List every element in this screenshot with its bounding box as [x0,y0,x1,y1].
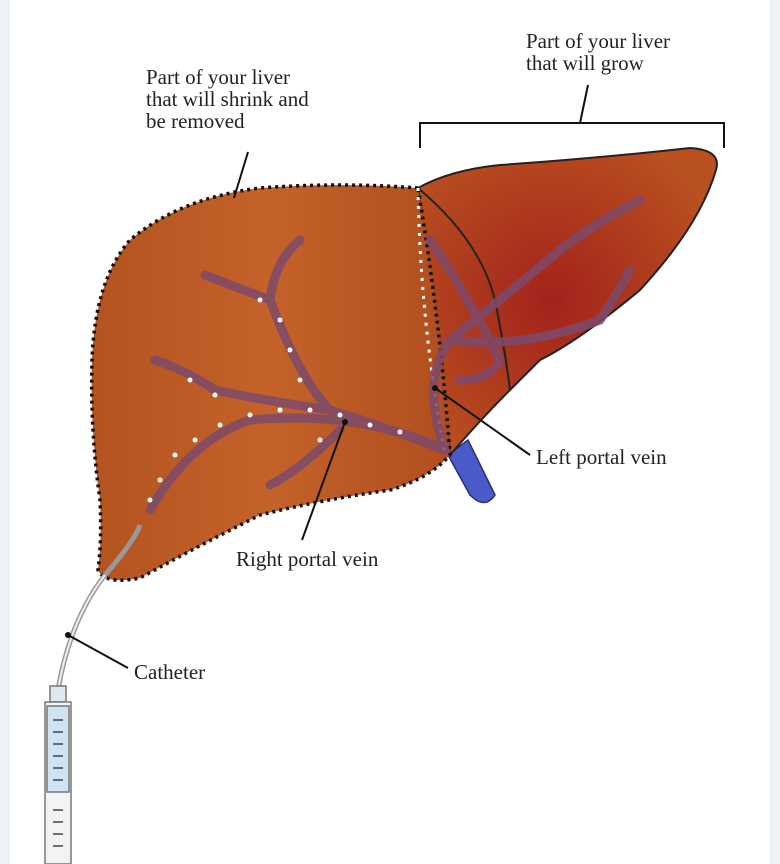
shrink-label-line: that will shrink and [146,87,309,111]
shrink-label-line: Part of your liver [146,65,291,89]
right-portal-vein-label: Right portal vein [236,547,379,571]
left-margin [0,0,10,864]
catheter-label: Catheter [134,660,206,684]
syringe [44,685,72,864]
right-margin [770,0,780,864]
shrink-label: Part of your liver that will shrink and … [146,66,309,132]
liver-grow-part [416,146,718,458]
leader-lines [67,84,725,669]
left-portal-vein-label: Left portal vein [536,445,667,469]
portal-veins [145,195,645,515]
grow-label-line: Part of your liver [526,29,671,53]
grow-label-line: that will grow [526,51,644,75]
shrink-label-line: be removed [146,109,245,133]
liver-shrink-part [89,183,452,582]
grow-label: Part of your liver that will grow [526,30,670,74]
injection-dots [147,297,403,503]
portal-vein-stub [447,438,496,504]
